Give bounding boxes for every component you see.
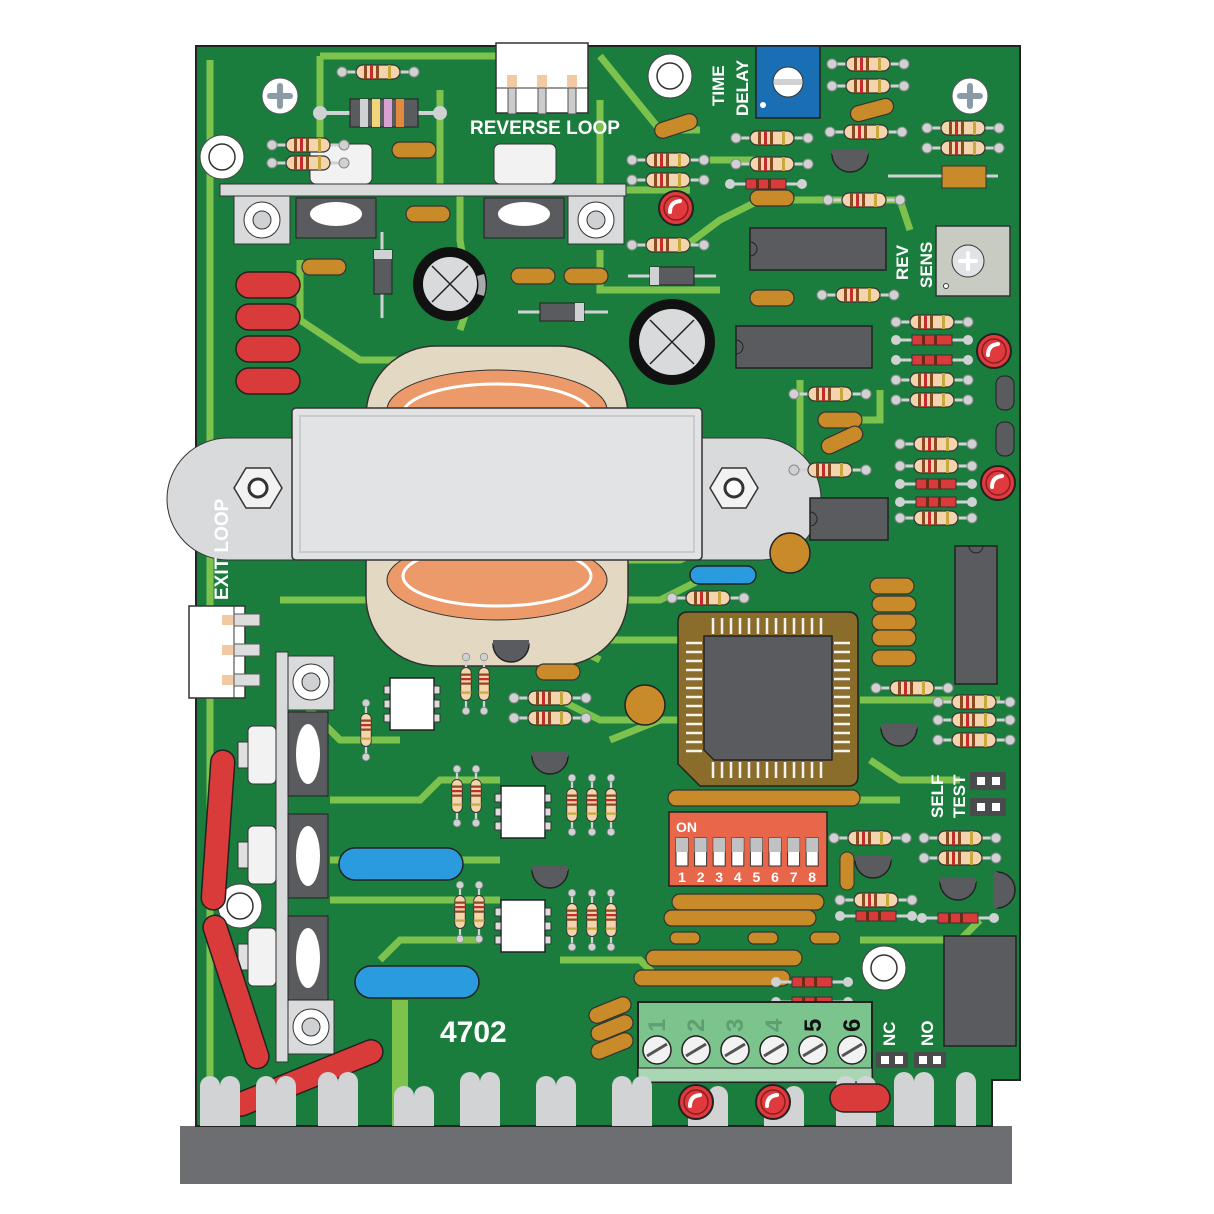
ceramic-capacitor — [749, 289, 795, 307]
dip-switch-number: 4 — [734, 869, 742, 885]
chassis-base — [180, 1126, 1012, 1184]
dip-switch-6[interactable]: 6 — [768, 837, 782, 885]
terminal-3[interactable]: 3 — [720, 1019, 750, 1065]
terminal-4[interactable]: 4 — [759, 1018, 789, 1065]
nc-jumper[interactable] — [876, 1052, 908, 1068]
transistor — [995, 375, 1015, 411]
dip-switch-number: 7 — [790, 869, 798, 885]
blue-capacitor — [689, 565, 757, 585]
status-led — [979, 464, 1017, 502]
terminal-6[interactable]: 6 — [837, 1019, 867, 1065]
exit-loop-connector — [188, 605, 261, 699]
optocoupler — [494, 899, 552, 953]
tantalum-capacitor — [888, 165, 998, 189]
rev-sens-potentiometer[interactable] — [935, 225, 1011, 297]
terminal-number: 2 — [683, 1019, 710, 1032]
ceramic-capacitor — [535, 663, 581, 681]
disc-capacitor — [624, 684, 666, 726]
blue-capacitor — [354, 965, 480, 999]
output-relay — [943, 935, 1017, 1047]
status-led — [657, 189, 695, 227]
no-jumper[interactable] — [914, 1052, 946, 1068]
exit-loop-label: EXIT LOOP — [212, 498, 233, 600]
terminal-number: 3 — [722, 1019, 749, 1032]
mount-hole — [199, 134, 245, 180]
rev-sens-label-2: SENS — [917, 242, 936, 288]
triac-heatsink-rail — [237, 651, 335, 1063]
optocoupler — [383, 677, 441, 731]
transformer — [166, 345, 822, 667]
dip-switch-number: 1 — [678, 869, 686, 885]
ic-chip — [954, 545, 998, 685]
reverse-loop-connector — [495, 42, 589, 115]
disc-capacitor — [769, 532, 811, 574]
rev-sens-label-1: REV — [893, 244, 912, 280]
mount-hole — [647, 53, 693, 99]
red-capacitor — [829, 1083, 891, 1113]
terminal-number: 6 — [839, 1019, 866, 1032]
dip-switch-number: 8 — [808, 869, 816, 885]
self-test-label-2: TEST — [950, 774, 969, 818]
optocoupler — [494, 785, 552, 839]
microcontroller-plcc — [677, 611, 859, 787]
reverse-loop-label: REVERSE LOOP — [470, 118, 620, 139]
terminal-1[interactable]: 1 — [642, 1019, 672, 1065]
terminal-5[interactable]: 5 — [798, 1019, 828, 1065]
ceramic-capacitor — [749, 189, 795, 207]
status-led — [677, 1083, 715, 1121]
status-led — [975, 332, 1013, 370]
time-delay-label-1: TIME — [709, 65, 728, 106]
transistor — [995, 421, 1015, 457]
dip-switch-5[interactable]: 5 — [749, 837, 763, 885]
terminal-2[interactable]: 2 — [681, 1019, 711, 1065]
long-capacitors — [633, 789, 861, 987]
ceramic-capacitor-stack — [869, 577, 917, 667]
time-delay-potentiometer[interactable] — [755, 45, 821, 119]
dip-switch-number: 3 — [715, 869, 723, 885]
dip-switch-number: 2 — [697, 869, 705, 885]
status-led — [754, 1083, 792, 1121]
self-test-jumper[interactable] — [970, 772, 1006, 816]
ic-chip — [735, 325, 873, 369]
blue-capacitor — [338, 847, 464, 881]
diode — [518, 302, 608, 322]
ic-chip — [749, 227, 887, 271]
diode — [628, 266, 716, 286]
dip-switch-2[interactable]: 2 — [694, 837, 708, 885]
board-model-number: 4702 — [440, 1016, 507, 1049]
electrolytic-capacitor — [629, 299, 715, 385]
mount-screw-top-left — [261, 77, 299, 115]
terminal-number: 1 — [644, 1019, 671, 1032]
electrolytic-capacitor — [413, 247, 487, 321]
terminal-number: 5 — [800, 1019, 827, 1032]
ceramic-capacitor — [391, 141, 437, 159]
time-delay-label-2: DELAY — [733, 59, 752, 116]
ceramic-capacitor — [301, 258, 347, 276]
dip-switch-number: 6 — [771, 869, 779, 885]
red-capacitor-stack — [235, 271, 301, 395]
ceramic-capacitor — [839, 851, 855, 891]
dip-switch-1[interactable]: 1 — [675, 837, 689, 885]
nc-label: NC — [880, 1021, 899, 1046]
dip-switch-3[interactable]: 3 — [712, 837, 726, 885]
power-resistor — [313, 98, 447, 128]
ceramic-capacitor — [510, 267, 556, 285]
ceramic-capacitor — [405, 205, 451, 223]
dip-switch-8[interactable]: 8 — [805, 837, 819, 885]
diode — [373, 232, 393, 318]
dip-on-label: ON — [676, 819, 697, 835]
dip-switch-4[interactable]: 4 — [731, 837, 745, 885]
mount-hole — [861, 945, 907, 991]
no-label: NO — [918, 1021, 937, 1047]
dip-switch-7[interactable]: 7 — [787, 837, 801, 885]
ic-chip — [809, 497, 889, 541]
mount-screw-top-right — [951, 77, 989, 115]
dip-switch-number: 5 — [753, 869, 761, 885]
self-test-label-1: SELF — [928, 775, 947, 818]
ceramic-capacitor — [563, 267, 609, 285]
terminal-number: 4 — [761, 1018, 788, 1032]
